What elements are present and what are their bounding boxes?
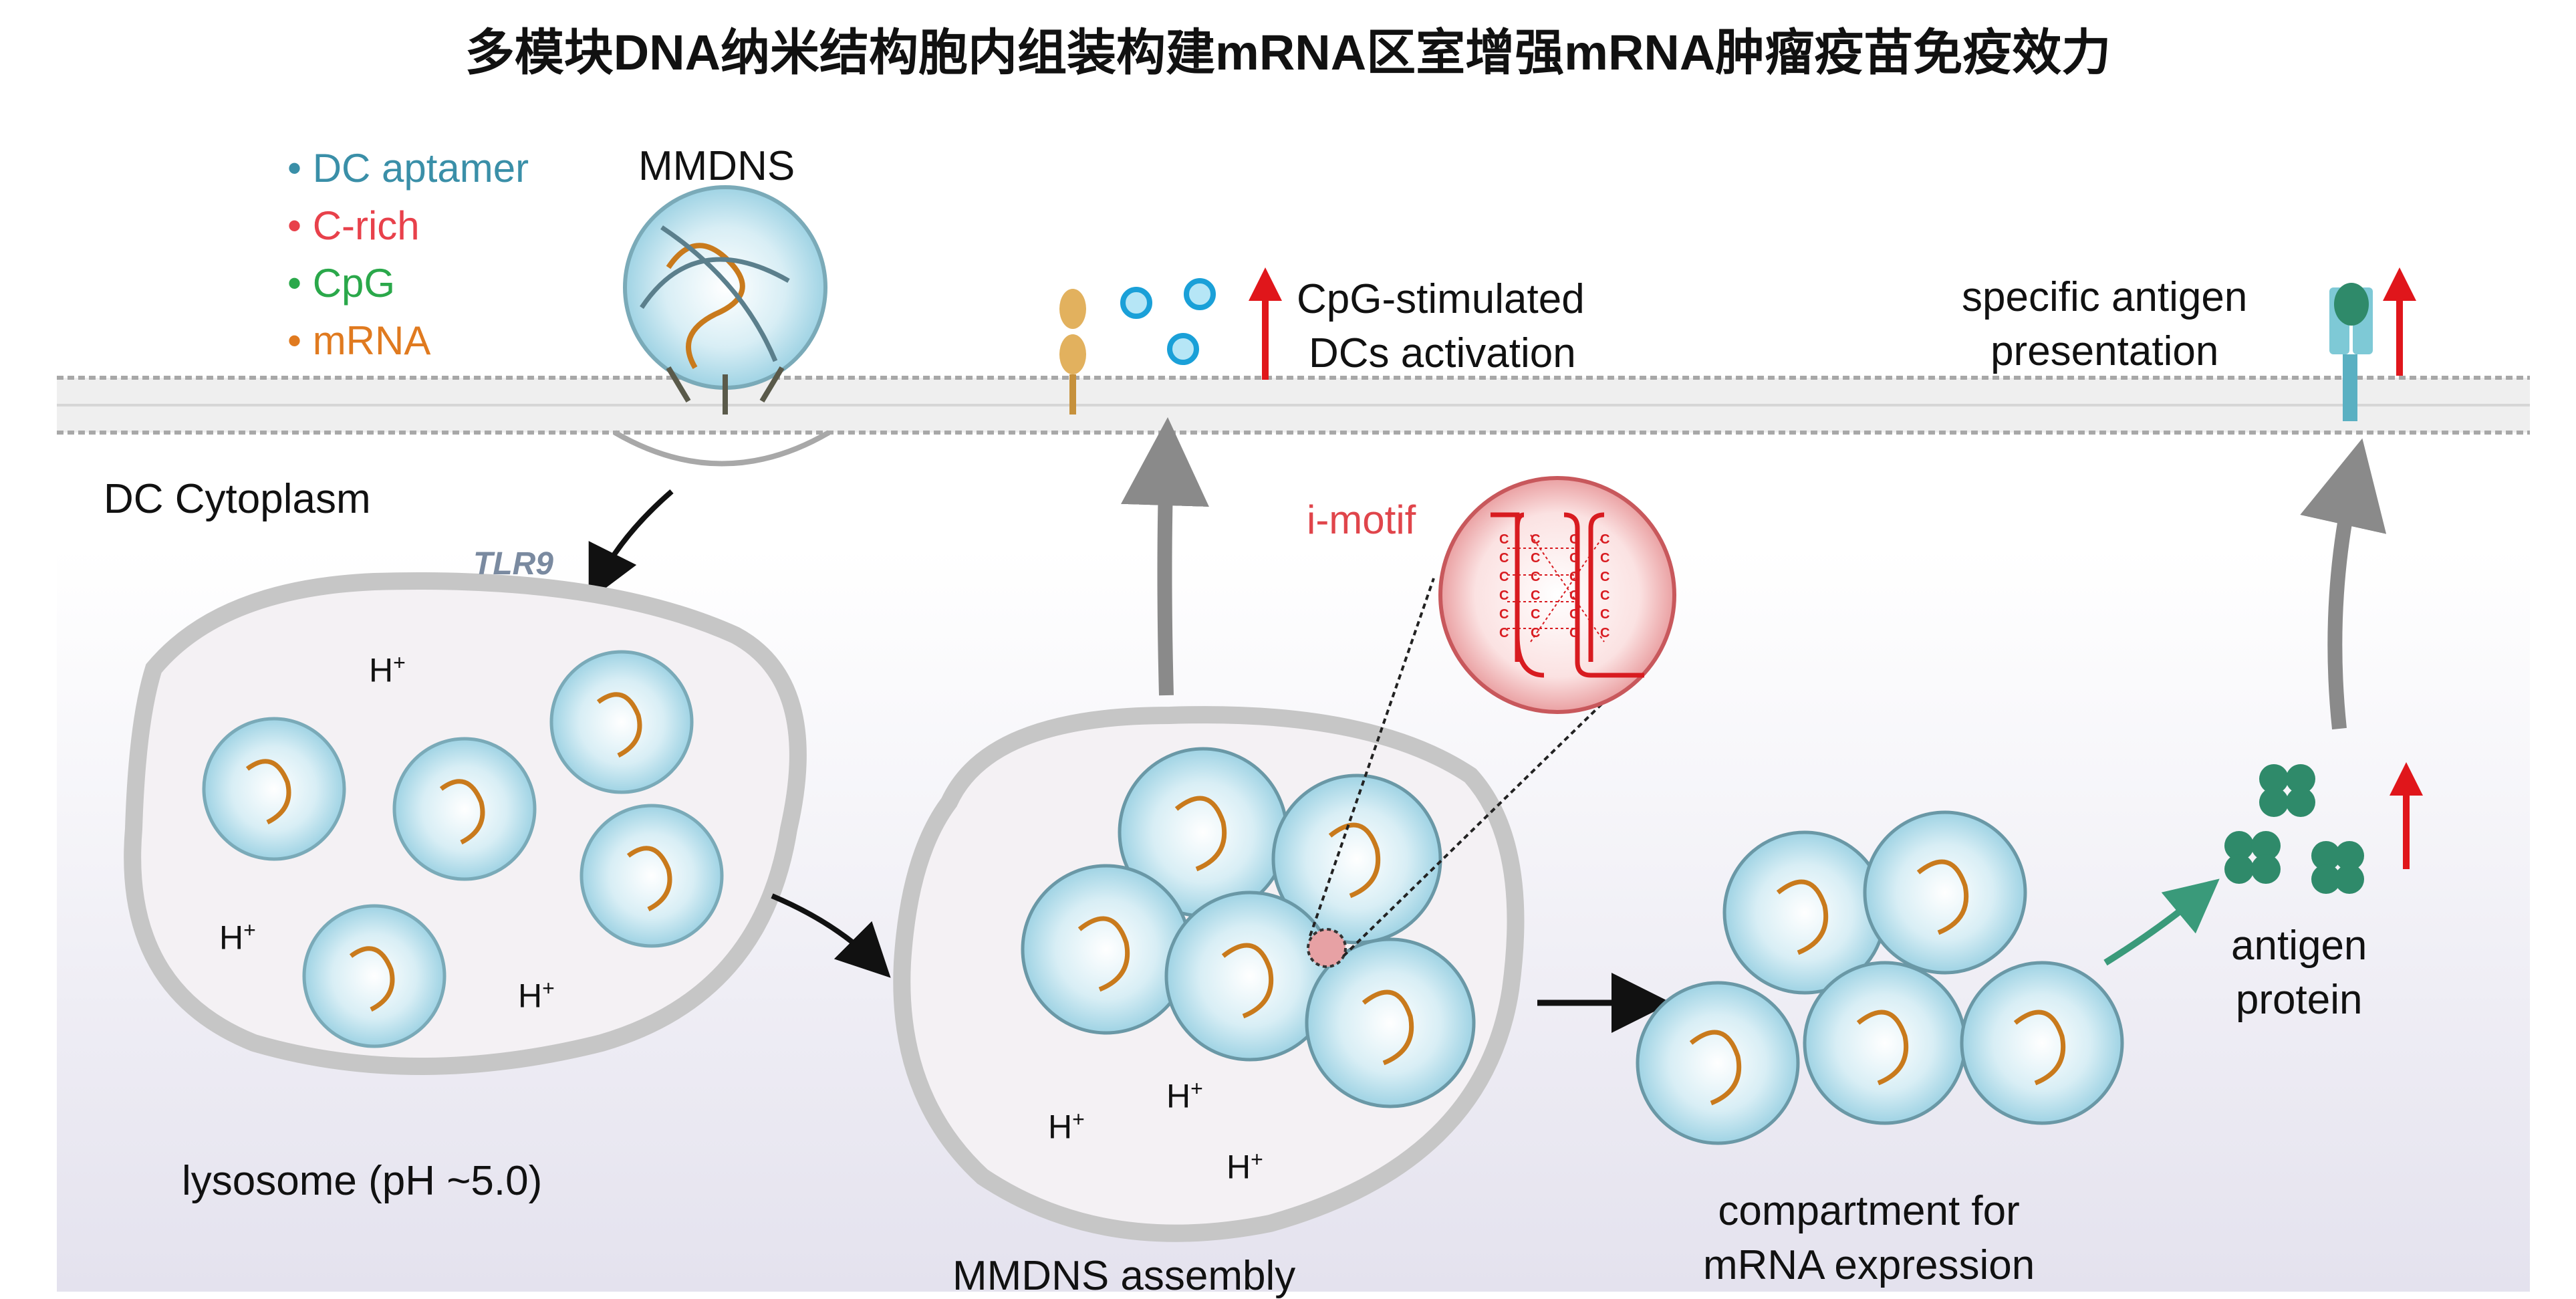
i-motif-label: i-motif xyxy=(1307,497,1416,542)
i-motif-base: C xyxy=(1569,626,1579,640)
i-motif-base: C xyxy=(1569,588,1579,603)
i-motif-base: C xyxy=(1499,626,1509,640)
i-motif-base: C xyxy=(1531,532,1540,547)
cpg-activation-label: CpG-stimulated DCs activation xyxy=(1297,273,1585,380)
i-motif-base: C xyxy=(1531,607,1540,622)
mmdns-label: MMDNS xyxy=(638,143,795,189)
h-plus-text: H xyxy=(1227,1148,1251,1186)
i-motif-base: C xyxy=(1600,607,1609,622)
legend-item: • DC aptamer xyxy=(287,148,529,189)
i-motif-base: C xyxy=(1531,626,1540,640)
zoom-line-2 xyxy=(1342,687,1619,957)
assembly-arrow xyxy=(771,893,891,978)
cytokine-3 xyxy=(1167,333,1199,365)
h-plus-text: H xyxy=(1166,1077,1191,1115)
h-plus-text: H xyxy=(369,651,394,689)
mrna-strands-compartment xyxy=(1689,859,2066,1106)
legend-label: mRNA xyxy=(312,318,431,363)
h-plus-label: H+ xyxy=(1048,1108,1085,1144)
i-motif-base: C xyxy=(1569,607,1579,622)
h-plus-sup: + xyxy=(393,651,406,675)
i-motif-base: C xyxy=(1531,551,1540,566)
cpg-activation-line: CpG-stimulated xyxy=(1297,276,1585,322)
cytokine-2 xyxy=(1184,278,1216,310)
cell-membrane xyxy=(57,376,2530,467)
legend-dot: • xyxy=(287,261,313,306)
i-motif-base: C xyxy=(1499,551,1509,566)
antigen-protein-line: protein xyxy=(2235,976,2363,1023)
h-plus-label: H+ xyxy=(219,919,256,955)
legend-dot: • xyxy=(287,318,313,363)
antigen-presentation-line: specific antigen xyxy=(1962,274,2248,320)
mrna-strands-left xyxy=(245,692,672,1012)
h-plus-text: H xyxy=(219,919,244,957)
antigen-presentation-label: specific antigen presentation xyxy=(1962,271,2247,378)
zoom-spot xyxy=(1307,928,1347,968)
figure-title: 多模块DNA纳米结构胞内组装构建mRNA区室增强mRNA肿瘤疫苗免疫效力 xyxy=(465,25,2111,80)
compartment-label: compartment for mRNA expression xyxy=(1703,1185,2035,1292)
i-motif-base: C xyxy=(1499,588,1509,603)
i-motif-base: C xyxy=(1600,551,1609,566)
i-motif-base: C xyxy=(1499,532,1509,547)
uptake-arrow xyxy=(588,489,674,601)
i-motif-base: C xyxy=(1569,532,1579,547)
compartment-line: mRNA expression xyxy=(1703,1242,2035,1288)
antigen-proteins xyxy=(2224,764,2364,894)
compartment-particles xyxy=(1636,810,2124,1145)
i-motif-base: C xyxy=(1499,607,1509,622)
i-motif-base: C xyxy=(1531,570,1540,584)
legend-item: • C-rich xyxy=(287,206,420,246)
tlr-receptor-top xyxy=(1059,289,1086,415)
lysosome-label: lysosome (pH ~5.0) xyxy=(182,1158,543,1204)
antigen-protein-line: antigen xyxy=(2231,923,2367,969)
legend-item: • CpG xyxy=(287,263,395,304)
h-plus-sup: + xyxy=(1251,1147,1263,1171)
compartment-line: compartment for xyxy=(1718,1188,2020,1234)
i-motif-base: C xyxy=(1600,626,1609,640)
h-plus-text: H xyxy=(1048,1108,1073,1146)
i-motif-base: C xyxy=(1531,588,1540,603)
i-motif-base: C xyxy=(1600,570,1609,584)
h-plus-label: H+ xyxy=(1166,1078,1203,1113)
mmdns-particle-membrane xyxy=(623,185,827,415)
zoom-line-1 xyxy=(1309,578,1435,937)
legend-dot: • xyxy=(287,146,313,191)
cytokine-1 xyxy=(1120,287,1152,319)
legend-label: CpG xyxy=(312,261,396,306)
h-plus-sup: + xyxy=(243,918,256,942)
h-plus-label: H+ xyxy=(1227,1149,1263,1184)
i-motif-base: C xyxy=(1569,570,1579,584)
cpg-activation-line: DCs activation xyxy=(1309,330,1576,376)
mmdns-assembly-label: MMDNS assembly xyxy=(952,1253,1296,1299)
legend-label: DC aptamer xyxy=(312,146,529,191)
h-plus-sup: + xyxy=(542,976,555,1000)
antigen-presentation-line: presentation xyxy=(1990,328,2219,374)
h-plus-label: H+ xyxy=(518,977,555,1013)
legend-item: • mRNA xyxy=(287,321,430,361)
h-plus-sup: + xyxy=(1072,1107,1085,1131)
antigen-protein-label: antigen protein xyxy=(2231,919,2367,1027)
expression-arrow xyxy=(2103,878,2220,966)
i-motif-zoom xyxy=(1438,476,1676,714)
h-plus-text: H xyxy=(518,977,543,1015)
i-motif-base: C xyxy=(1600,532,1609,547)
h-plus-label: H+ xyxy=(369,652,406,687)
tlr9-label: TLR9 xyxy=(473,546,553,582)
dc-cytoplasm-label: DC Cytoplasm xyxy=(104,476,371,522)
lysosome-particles-left xyxy=(202,650,724,1048)
secretion-arrow xyxy=(1120,417,1209,696)
presentation-arrow xyxy=(2300,438,2387,730)
i-motif-base: C xyxy=(1569,551,1579,566)
legend-dot: • xyxy=(287,203,313,248)
i-motif-base: C xyxy=(1499,570,1509,584)
i-motif-base: C xyxy=(1600,588,1609,603)
h-plus-sup: + xyxy=(1190,1076,1203,1100)
legend-label: C-rich xyxy=(312,203,420,248)
mhc-receptor xyxy=(2329,283,2373,421)
